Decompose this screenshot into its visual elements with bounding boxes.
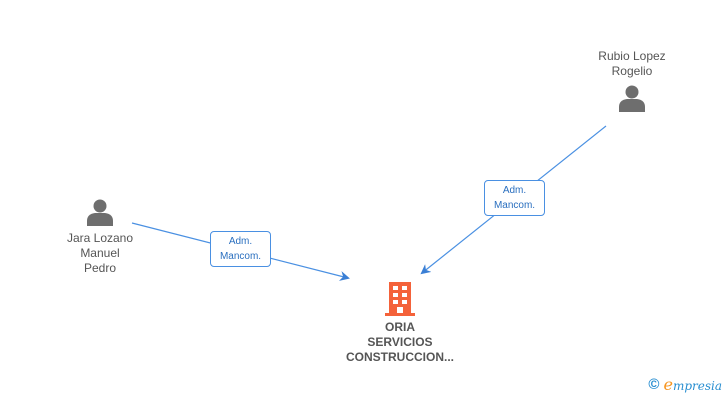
person-node-jara-lozano[interactable]: Jara Lozano Manuel Pedro — [48, 197, 152, 276]
person-icon — [87, 199, 113, 226]
company-node-oria[interactable]: ORIA SERVICIOS CONSTRUCCION... — [338, 282, 462, 365]
company-name-line3: CONSTRUCCION... — [346, 350, 454, 364]
edge-label-right: Adm. Mancom. — [484, 180, 545, 216]
edge-label-left: Adm. Mancom. — [210, 231, 271, 267]
person-name-line1: Jara Lozano — [66, 231, 134, 245]
person-node-rubio-lopez[interactable]: Rubio Lopez Rogelio — [582, 49, 682, 113]
company-name-line2: SERVICIOS — [367, 335, 433, 349]
logo-rest: mpresia — [672, 379, 722, 393]
building-icon — [385, 282, 415, 316]
edge-label-line1: Adm. — [228, 236, 253, 247]
empresia-brand[interactable]: © empresia — [648, 375, 722, 394]
person-name-line1: Rubio Lopez — [598, 49, 666, 63]
person-name-line2: Manuel — [80, 246, 120, 260]
edge-label-line2: Mancom. — [493, 200, 536, 211]
person-name-line3: Pedro — [83, 261, 117, 275]
company-name-line1: ORIA — [385, 320, 415, 334]
copyright-icon: © — [648, 376, 660, 393]
person-name-line2: Rogelio — [611, 64, 653, 78]
edge-label-line1: Adm. — [502, 185, 527, 196]
logo-initial: e — [663, 375, 673, 394]
empresia-logo: empresia — [663, 375, 722, 394]
edge-label-line2: Mancom. — [219, 251, 262, 262]
person-icon — [619, 85, 645, 112]
